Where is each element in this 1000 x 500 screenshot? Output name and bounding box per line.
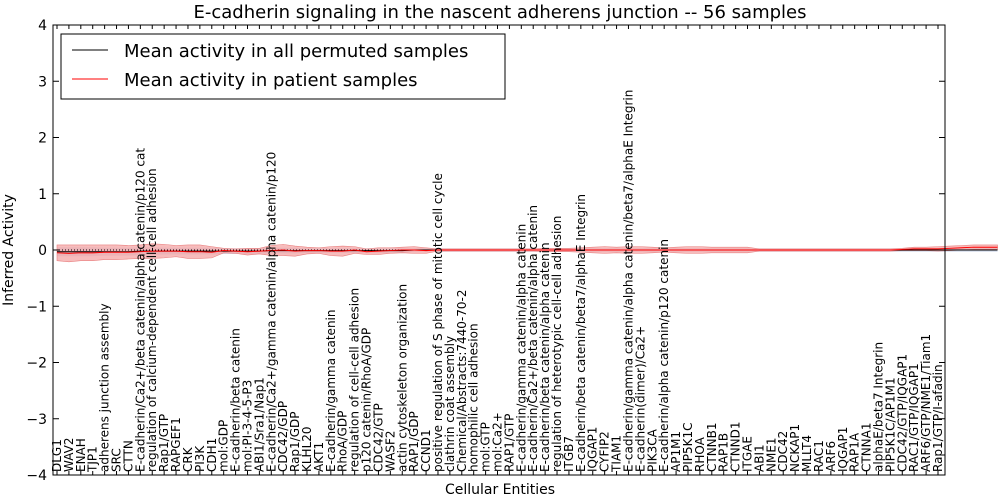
- category-label: CTTN: [121, 440, 135, 472]
- category-label: mol:GDP: [217, 420, 231, 472]
- category-label: E-cadherin/Ca2+/beta catenin/alpha caten…: [526, 205, 540, 472]
- legend-label-permuted: Mean activity in all permuted samples: [124, 41, 468, 62]
- category-label: CDC42/GTP/IQGAP1: [895, 354, 909, 472]
- y-tick-label: −3: [26, 412, 47, 428]
- category-label: PIP5K1C/AP1M1: [883, 377, 897, 472]
- category-label: NME1: [764, 437, 778, 472]
- category-label: Rap1/GTP/I-afadin: [931, 364, 945, 472]
- category-label: CDC42/GTP: [371, 403, 385, 472]
- y-axis-title: Inferred Activity: [1, 194, 17, 306]
- category-label: homophilic cell adhesion: [467, 323, 481, 472]
- y-tick-label: −2: [26, 356, 47, 372]
- category-label: RAP1/GTP: [502, 414, 516, 472]
- category-label: E-cadherin/beta catenin/beta7/alphaE Int…: [574, 194, 588, 472]
- y-tick-label: 2: [38, 131, 47, 147]
- category-label: clathrin coat assembly: [443, 336, 457, 472]
- category-label: E-cadherin(dimer)/Ca2+: [633, 326, 647, 472]
- category-label: WASF2: [383, 430, 397, 472]
- category-label: E-cadherin/alpha catenin/p120 catenin: [657, 239, 671, 472]
- category-label: E-cadherin/beta catenin: [229, 328, 243, 472]
- category-label: WAV2: [62, 438, 76, 473]
- category-label: E-cadherin/Ca2+/gamma catenin/alpha cate…: [264, 152, 278, 472]
- category-label: regulation of cell-cell adhesion: [348, 288, 362, 472]
- category-label: RhoA/GDP: [336, 411, 350, 472]
- category-label: CDH1: [205, 438, 219, 472]
- category-label: mol:Ca2+: [491, 412, 505, 472]
- category-label: Rap1/GDP: [288, 412, 302, 473]
- category-label: NCKAP1: [788, 424, 802, 472]
- y-tick-label: 3: [38, 74, 47, 90]
- category-label: Chemical/Abstracts:7440-70-2: [455, 290, 469, 473]
- x-axis-title: Cellular Entities: [445, 482, 555, 498]
- category-label: E-cadherin/Ca2+/beta catenin/alpha caten…: [133, 148, 147, 472]
- legend-box: [60, 33, 506, 100]
- category-label: regulation of calcium-dependent cell-cel…: [145, 168, 159, 472]
- category-label: actin cytoskeleton organization: [395, 284, 409, 472]
- category-label: PIK3CA: [645, 428, 659, 472]
- category-label: TJP1: [86, 446, 100, 473]
- y-tick-label: −1: [26, 299, 47, 315]
- category-label: ITGB7: [562, 436, 576, 472]
- category-label: KLHL20: [300, 426, 314, 472]
- category-label: RAP1B: [717, 433, 731, 472]
- category-label: E-cadherin/gamma catenin/alpha catenin: [514, 224, 528, 472]
- category-label: p120 catenin/RhoA/GDP: [360, 328, 374, 472]
- confidence-bands: [56, 243, 998, 263]
- y-tick-label: 4: [38, 18, 47, 34]
- category-label: CTNND1: [729, 421, 743, 472]
- series-line-patient: [56, 246, 998, 254]
- category-label: adherens junction assembly: [98, 303, 112, 472]
- category-label: ABI1/Sra1/Nap1: [252, 377, 266, 472]
- category-label: CRK: [181, 446, 195, 472]
- category-label: positive regulation of S phase of mitoti…: [431, 173, 445, 472]
- category-label: PI3K: [193, 445, 207, 472]
- category-label: mol:PI-3-4-5-P3: [240, 380, 254, 472]
- category-label: CCND1: [419, 429, 433, 472]
- category-label: ARF6/GTP/NME1/Tiam1: [919, 334, 933, 472]
- y-tick-label: −4: [26, 468, 47, 484]
- legend: Mean activity in all permuted samples Me…: [60, 33, 506, 100]
- chart-title: E-cadherin signaling in the nascent adhe…: [193, 2, 806, 23]
- category-label: AKT1: [312, 442, 326, 472]
- category-label: CYFIP2: [598, 431, 612, 472]
- category-label: TIAM1: [610, 435, 624, 473]
- category-label: ABI1: [752, 444, 766, 472]
- category-label: RAC1: [812, 440, 826, 472]
- category-label: Rap1/GTP: [157, 414, 171, 472]
- category-label: IQGAP1: [836, 427, 850, 472]
- category-label: E-cadherin/gamma catenin: [324, 310, 338, 473]
- category-label: RAC1/GTP/IQGAP1: [907, 363, 921, 472]
- category-label: PIP5K1C: [681, 422, 695, 472]
- category-label: AP1M1: [669, 431, 683, 472]
- category-label: RAPGEF1: [169, 417, 183, 472]
- category-label: MLLT4: [800, 435, 814, 472]
- category-label: E-cadherin/gamma catenin/alpha catenin/b…: [621, 90, 635, 472]
- band-patient: [56, 243, 998, 263]
- category-label: CTNNB1: [705, 422, 719, 472]
- category-label: ENAH: [74, 438, 88, 472]
- x-axis-ticks: [56, 25, 939, 475]
- category-label: regulation of heterotypic cell-cell adhe…: [550, 216, 564, 472]
- category-label: SRC: [110, 448, 124, 472]
- legend-label-patient: Mean activity in patient samples: [124, 70, 418, 91]
- category-label: CDC42: [776, 431, 790, 472]
- category-label: RHOA: [693, 436, 707, 472]
- category-label: ARF6: [824, 441, 838, 472]
- y-tick-label: 1: [38, 187, 47, 203]
- category-label: mol:GTP: [479, 422, 493, 472]
- category-label: CTNNA1: [860, 422, 874, 472]
- category-label: RAP1/GDP: [407, 411, 421, 472]
- plot-frame: [52, 24, 946, 476]
- category-label: E-cadherin/beta catenin/alpha catenin: [538, 242, 552, 472]
- category-label: RAP1A: [848, 432, 862, 472]
- category-label: CDC42/GDP: [276, 401, 290, 472]
- category-label: IQGAP1: [586, 427, 600, 472]
- y-tick-label: 0: [38, 243, 47, 259]
- series-lines: [53, 246, 998, 254]
- category-label: alphaE/beta7 Integrin: [871, 342, 885, 472]
- category-label: ITGAE: [741, 436, 755, 472]
